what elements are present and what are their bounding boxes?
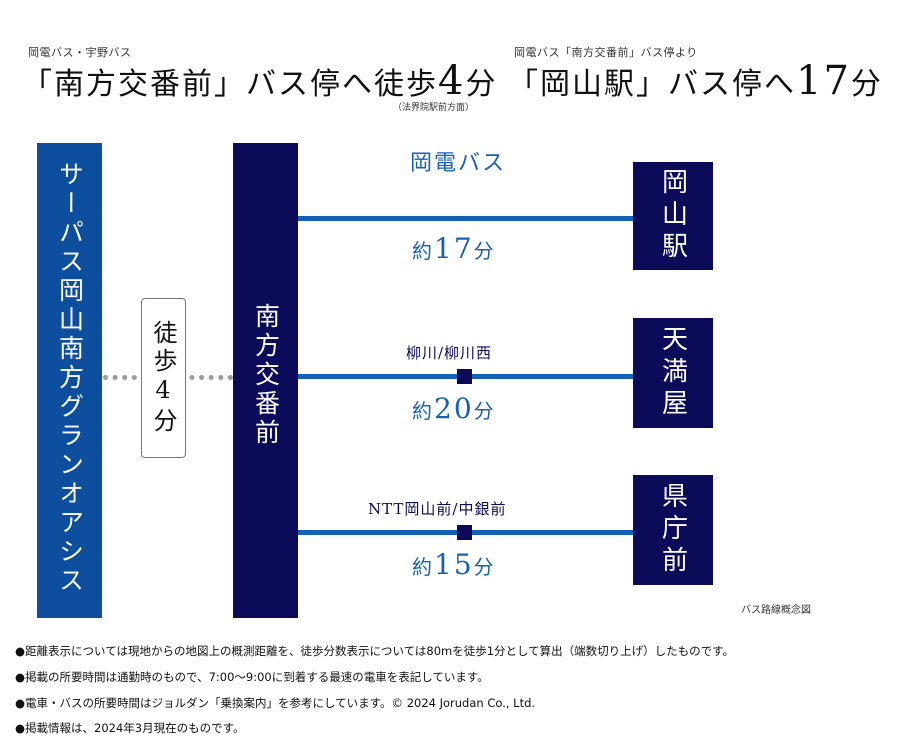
destination-prefectural-office: 県庁前 [633, 475, 713, 585]
footnote-travel-time: ●掲載の所要時間は通勤時のもので、7:00〜9:00に到着する最速の電車を表記し… [15, 670, 489, 684]
destination-okayama-station: 岡山駅 [633, 162, 713, 270]
header-left-title-unit: 分 [465, 67, 498, 102]
route-2-time: 約20分 [412, 392, 496, 425]
route-3-via: NTT岡山前/中銀前 [368, 500, 507, 518]
route-3-time-num: 15 [434, 548, 474, 581]
header-left-note: （法界院駅前方面） [393, 103, 475, 113]
route-1-time-num: 17 [434, 232, 474, 265]
origin-property-label: サーパス岡山南方グランオアシス [55, 161, 85, 596]
hub-bus-stop-label: 南方交番前 [251, 303, 281, 448]
footnote-date: ●掲載情報は、2024年3月現在のものです。 [15, 721, 245, 735]
header-right-title-unit: 分 [850, 67, 883, 102]
header-left-title: 「南方交番前」バス停へ徒歩4分 [22, 58, 497, 104]
destination-label: 岡山駅 [657, 168, 688, 264]
destination-label: 天満屋 [657, 325, 688, 421]
diagram-caption: バス路線概念図 [741, 605, 811, 616]
header-left-title-num: 4 [438, 58, 466, 104]
route-2-time-unit: 分 [473, 399, 496, 423]
route-3-time-unit: 分 [473, 555, 496, 579]
walk-time-label: 徒歩4分 [149, 320, 177, 436]
header-right-subtitle: 岡電バス「南方交番前」バス停より [514, 46, 698, 59]
route-1-time-unit: 分 [473, 239, 496, 263]
header-left-title-text: 「南方交番前」バス停へ徒歩 [22, 67, 438, 102]
header-right-title-text: 「岡山駅」バス停へ [508, 67, 796, 102]
route-1-time-prefix: 約 [412, 239, 434, 263]
destination-label: 県庁前 [657, 482, 688, 578]
route-3-time-prefix: 約 [412, 555, 434, 579]
header-right-title: 「岡山駅」バス停へ17分 [508, 58, 883, 104]
route-3-time: 約15分 [412, 548, 496, 581]
origin-property-bar: サーパス岡山南方グランオアシス [37, 143, 102, 618]
route-2-time-num: 20 [434, 392, 474, 425]
route-2-time-prefix: 約 [412, 399, 434, 423]
header-right-title-num: 17 [796, 58, 851, 104]
route-2-via: 柳川/柳川西 [406, 344, 493, 362]
walk-time-box: 徒歩4分 [141, 298, 186, 458]
route-2-stop-marker [457, 369, 472, 384]
footnote-distance: ●距離表示については現地からの地図上の概測距離を、徒歩分数表示については80mを… [15, 644, 735, 658]
header-left-subtitle: 岡電バス・宇野バス [28, 46, 132, 59]
footnote-jorudan: ●電車・バスの所要時間はジョルダン「乗換案内」を参考にしています。© 2024 … [15, 696, 536, 710]
route-1-operator: 岡電バス [410, 151, 507, 176]
destination-tenmaya: 天満屋 [633, 318, 713, 428]
route-3-stop-marker [457, 525, 472, 540]
route-1-time: 約17分 [412, 232, 496, 265]
hub-bus-stop-bar: 南方交番前 [233, 143, 298, 618]
route-1-line [298, 216, 633, 221]
